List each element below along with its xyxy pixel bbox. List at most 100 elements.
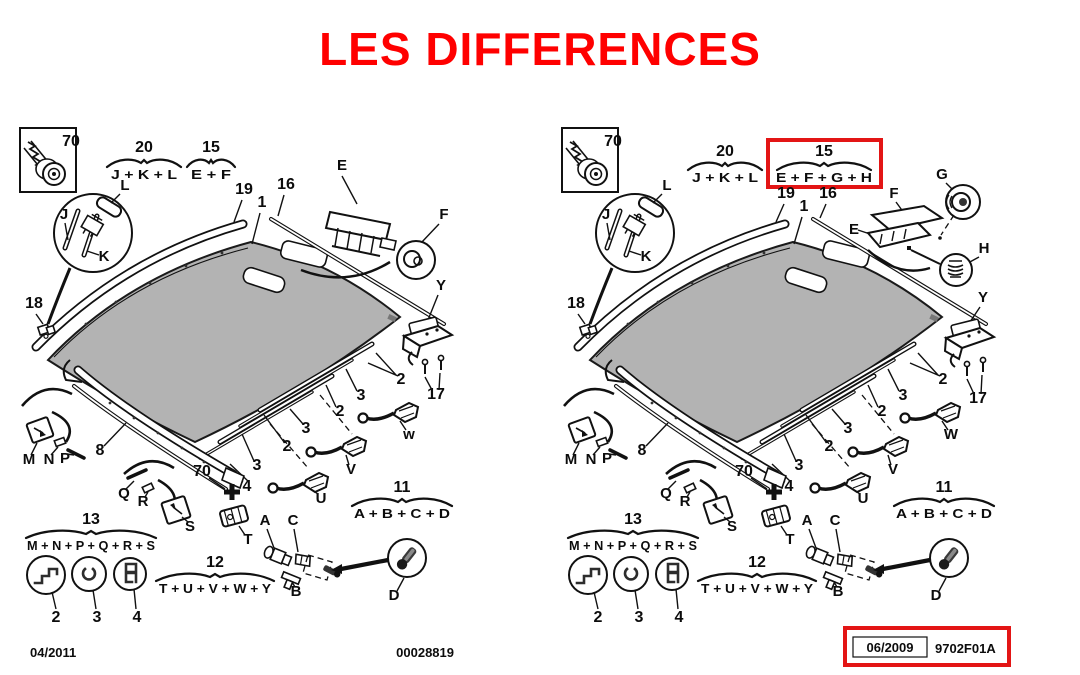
difference-box-15 — [766, 138, 883, 189]
label-y: Y — [436, 277, 446, 294]
cross-rails — [198, 341, 375, 469]
label-h: H — [979, 240, 990, 257]
label-a: A — [802, 512, 813, 529]
clip-label-3: 3 — [635, 609, 644, 626]
group-abcd: A C B D — [260, 512, 427, 604]
label-j: J — [60, 206, 68, 223]
group-11-brace — [892, 497, 996, 508]
label-8: 8 — [96, 442, 105, 459]
group-20-brace — [105, 158, 183, 169]
diagram-right: 70 20 J + K + L 15 E + F + G + H L — [550, 112, 1070, 673]
label-w: w — [402, 426, 415, 443]
label-3a: 3 — [357, 387, 366, 404]
panel-corner-tab — [929, 314, 939, 322]
label-l: L — [662, 177, 671, 194]
screw-icon — [565, 140, 608, 186]
part-y-latch: Y 17 — [401, 277, 455, 403]
footer-highlighted: 06/2009 9702F01A — [843, 626, 1011, 667]
label-3b: 3 — [302, 420, 311, 437]
group-15-number: 15 — [202, 139, 220, 156]
label-17: 17 — [427, 386, 445, 403]
strip-16 — [269, 217, 446, 326]
clip-jk-part — [622, 213, 647, 238]
label-y: Y — [978, 289, 988, 306]
label-m: M — [23, 451, 36, 468]
frame-8: 8 — [62, 359, 245, 491]
label-b: B — [833, 583, 844, 600]
clip-label-2: 2 — [594, 609, 603, 626]
bolt-d-part — [396, 547, 417, 570]
screw-70-box: 70 — [561, 127, 622, 193]
group-11-items: A + B + C + D — [354, 507, 450, 521]
label-2a: 2 — [939, 371, 948, 388]
group-20-number: 20 — [135, 139, 153, 156]
footer-date: 06/2009 — [867, 640, 914, 655]
clip-18: 18 — [567, 295, 599, 339]
bolt-d-part — [938, 547, 959, 570]
label-2c: 2 — [283, 438, 292, 455]
group-15-brace — [185, 158, 237, 169]
group-20-brace — [686, 161, 764, 172]
group-12-items: T + U + V + W + Y — [159, 582, 272, 596]
label-s: S — [727, 518, 737, 535]
diagram-right-svg: 70 20 J + K + L 15 E + F + G + H L — [561, 127, 1011, 667]
group-13: 13 M + N + P + Q + R + S — [566, 511, 700, 553]
group-13-number: 13 — [624, 511, 642, 528]
group-15-items: E + F + G + H — [776, 171, 872, 185]
group-mnp: M N P — [21, 387, 86, 468]
label-t: T — [785, 531, 794, 548]
clip-18: 18 — [25, 295, 57, 339]
label-2b: 2 — [336, 403, 345, 420]
footer-ref: 9702F01A — [935, 641, 996, 656]
label-3a: 3 — [899, 387, 908, 404]
screw-70-label: 70 — [62, 133, 80, 150]
part-f-fastener: F — [396, 206, 449, 280]
group-20: 20 J + K + L — [686, 143, 764, 185]
panel-notch — [279, 240, 329, 268]
group-12-items: T + U + V + W + Y — [701, 582, 814, 596]
fastener-callout: L J K — [46, 177, 133, 325]
group-70-t: 70 T — [735, 463, 794, 548]
part-h-spring: H — [939, 240, 990, 287]
label-r: R — [680, 493, 691, 510]
group-mnp: M N P — [563, 387, 628, 468]
label-f: F — [889, 185, 898, 202]
label-m: M — [565, 451, 578, 468]
label-r: R — [138, 493, 149, 510]
label-16: 16 — [819, 185, 837, 202]
panel-flap — [242, 266, 286, 294]
roof-panel — [46, 240, 402, 444]
frame-8: 8 — [604, 359, 787, 491]
clip-label-3: 3 — [93, 609, 102, 626]
part-e-bracket: E — [300, 157, 401, 279]
group-13: 13 M + N + P + Q + R + S — [24, 511, 158, 553]
label-c: C — [288, 512, 299, 529]
label-e: E — [849, 221, 859, 238]
label-u: U — [316, 490, 327, 507]
clip-label-4: 4 — [133, 609, 142, 626]
label-u: U — [858, 490, 869, 507]
panel-notch — [821, 240, 871, 268]
group-11-number: 11 — [936, 479, 953, 496]
label-s: S — [185, 518, 195, 535]
cross-rails — [740, 341, 917, 469]
group-13-number: 13 — [82, 511, 100, 528]
panel-flap — [784, 266, 828, 294]
group-13-items: M + N + P + Q + R + S — [569, 539, 697, 553]
label-4: 4 — [243, 478, 252, 495]
label-q: Q — [660, 485, 672, 502]
label-3c: 3 — [253, 457, 262, 474]
diagram-left: 70 20 J + K + L 15 E + F L J — [8, 112, 508, 673]
panel-corner-tab — [387, 314, 397, 322]
clip-circles: 2 3 4 — [26, 555, 147, 626]
label-g: G — [936, 166, 948, 183]
group-15-highlighted: 15 E + F + G + H — [766, 138, 883, 189]
difference-box-ref — [843, 626, 1011, 667]
label-k: K — [641, 248, 652, 265]
label-17: 17 — [969, 390, 987, 407]
label-e: E — [337, 157, 347, 174]
clip-jk-part — [80, 213, 105, 238]
strip-16 — [811, 217, 988, 326]
label-70: 70 — [735, 463, 753, 480]
clip-label-4: 4 — [675, 609, 684, 626]
